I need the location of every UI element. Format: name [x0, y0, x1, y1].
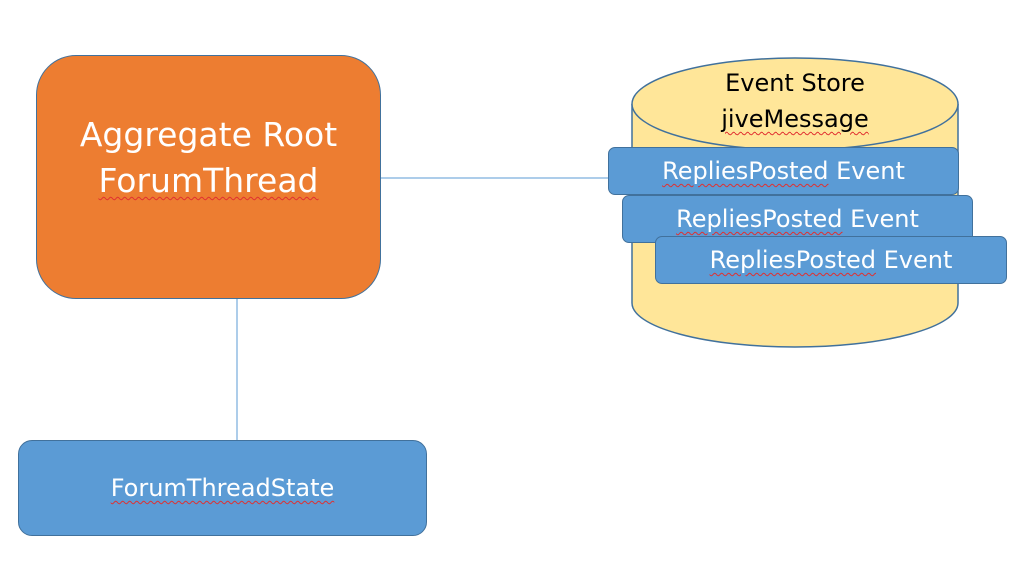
event-suffix: Event [842, 205, 919, 233]
aggregate-root-name-text: ForumThread [98, 161, 319, 200]
forum-thread-state-label: ForumThreadState [110, 474, 335, 502]
event-name: RepliesPosted [676, 205, 843, 233]
event-store-subtitle-text: jiveMessage [721, 105, 869, 133]
event-suffix: Event [876, 246, 953, 274]
event-name: RepliesPosted [662, 157, 829, 185]
event-label: RepliesPosted Event [662, 157, 905, 185]
aggregate-root-name: ForumThread [98, 158, 318, 204]
aggregate-root-node[interactable]: Aggregate Root ForumThread [36, 55, 381, 299]
event-label: RepliesPosted Event [710, 246, 953, 274]
event-label: RepliesPosted Event [676, 205, 919, 233]
event-suffix: Event [828, 157, 905, 185]
event-replies-posted-3[interactable]: RepliesPosted Event [655, 236, 1007, 284]
forum-thread-state-node[interactable]: ForumThreadState [18, 440, 427, 536]
aggregate-root-title: Aggregate Root [79, 115, 338, 154]
event-replies-posted-1[interactable]: RepliesPosted Event [608, 147, 959, 195]
event-store-title: Event Store [725, 69, 865, 97]
event-replies-posted-2[interactable]: RepliesPosted Event [622, 195, 973, 243]
event-store-subtitle: jiveMessage [660, 102, 930, 136]
event-name: RepliesPosted [709, 246, 877, 274]
